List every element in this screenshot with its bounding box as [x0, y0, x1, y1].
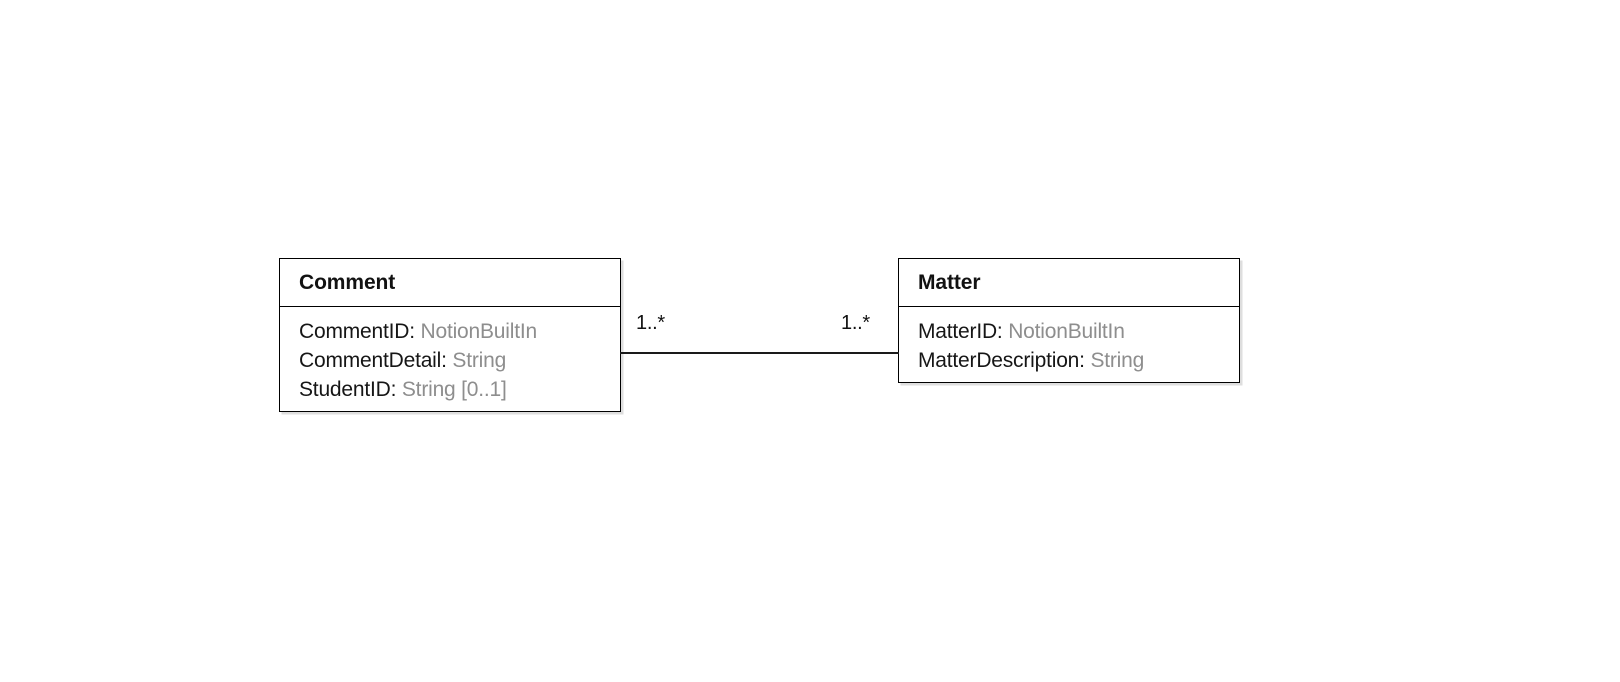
uml-class-matter[interactable]: Matter MatterID: NotionBuiltIn MatterDes…	[898, 258, 1240, 383]
association-line-comment-matter[interactable]	[620, 352, 899, 354]
uml-attribute-row: StudentID: String [0..1]	[299, 375, 620, 404]
uml-attribute-type: String	[452, 349, 507, 372]
uml-attribute-type: String	[1090, 349, 1145, 372]
multiplicity-label-target: 1..*	[841, 312, 870, 334]
uml-class-name-comment: Comment	[299, 271, 396, 294]
uml-attribute-row: MatterID: NotionBuiltIn	[918, 317, 1239, 346]
uml-class-header-matter: Matter	[899, 259, 1239, 307]
uml-attribute-name: StudentID:	[299, 378, 397, 401]
uml-attribute-name: CommentDetail:	[299, 349, 447, 372]
uml-attribute-type: String [0..1]	[401, 378, 507, 401]
uml-attribute-name: MatterDescription:	[918, 349, 1085, 372]
uml-attribute-type: NotionBuiltIn	[1008, 320, 1125, 343]
multiplicity-label-source: 1..*	[636, 312, 665, 334]
uml-attribute-name: MatterID:	[918, 320, 1003, 343]
uml-attribute-name: CommentID:	[299, 320, 415, 343]
uml-class-name-matter: Matter	[918, 271, 981, 294]
uml-attribute-row: CommentDetail: String	[299, 346, 620, 375]
uml-attribute-row: CommentID: NotionBuiltIn	[299, 317, 620, 346]
uml-attribute-list-comment: CommentID: NotionBuiltIn CommentDetail: …	[280, 307, 620, 414]
uml-attribute-list-matter: MatterID: NotionBuiltIn MatterDescriptio…	[899, 307, 1239, 385]
uml-attribute-row: MatterDescription: String	[918, 346, 1239, 375]
uml-class-comment[interactable]: Comment CommentID: NotionBuiltIn Comment…	[279, 258, 621, 412]
uml-class-header-comment: Comment	[280, 259, 620, 307]
uml-attribute-type: NotionBuiltIn	[420, 320, 538, 343]
